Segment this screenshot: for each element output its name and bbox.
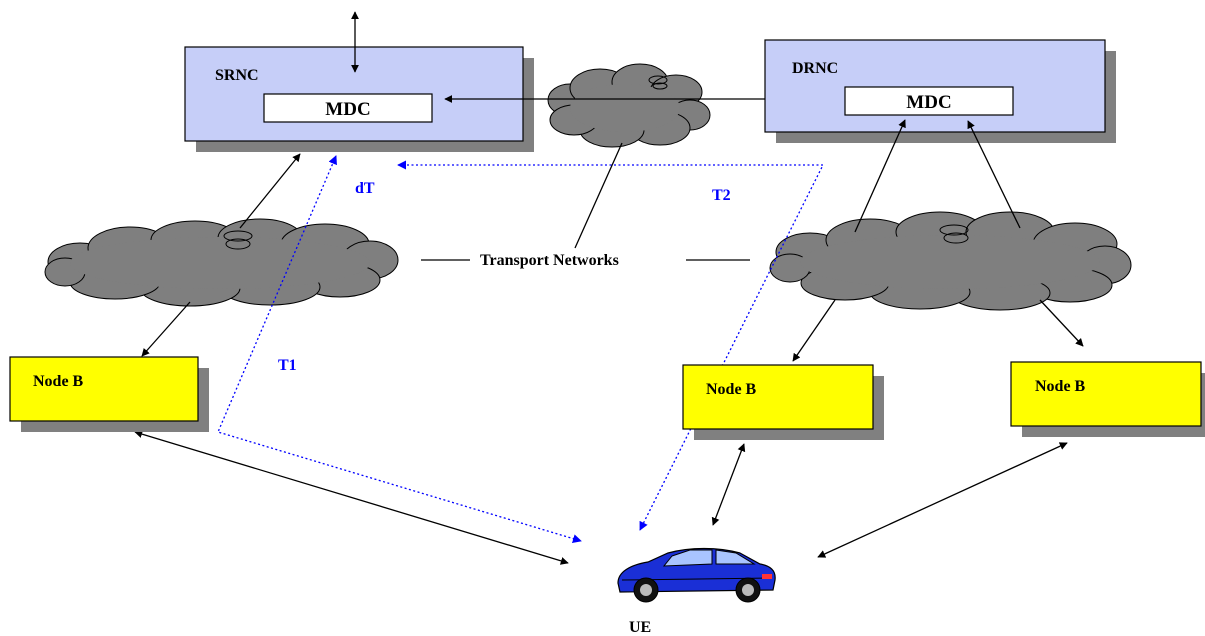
cloud-right-to-drnc-arrow-2 <box>967 120 1021 229</box>
cloud-right <box>769 211 1132 311</box>
cloud-left <box>44 218 399 307</box>
cloud-right-to-nodeb-right-arrow <box>1039 299 1084 347</box>
cloud-top <box>547 63 711 148</box>
ue-label: UE <box>629 619 651 636</box>
transport-line-up <box>574 142 623 249</box>
dt-label: dT <box>355 180 375 197</box>
t2-path <box>397 160 825 531</box>
node-b-right-label: Node B <box>1035 378 1086 395</box>
car-icon <box>617 547 776 603</box>
cloud-right-to-drnc-arrow-1 <box>854 119 906 233</box>
cloud-left-to-nodeb-arrow <box>141 301 191 357</box>
transport-networks-label: Transport Networks <box>480 252 619 269</box>
node-b-middle-label: Node B <box>706 381 757 398</box>
cloud-right-to-nodeb-mid-arrow <box>792 299 836 362</box>
node-b-middle: Node B <box>682 364 884 440</box>
drnc-label: DRNC <box>792 60 838 77</box>
drnc-mdc-label: MDC <box>906 92 951 113</box>
srnc-label: SRNC <box>215 67 259 84</box>
drnc-mdc-box <box>844 86 1014 116</box>
nodeb-mid-ue-arrow <box>711 443 746 526</box>
drnc-box: DRNC MDC <box>764 39 1116 143</box>
t1-label: T1 <box>278 357 297 374</box>
node-b-left: Node B <box>9 356 209 432</box>
node-b-right: Node B <box>1010 361 1205 437</box>
timing-paths <box>217 155 825 543</box>
t1-path <box>217 155 582 543</box>
nodeb-right-ue-arrow <box>817 442 1068 558</box>
srnc-mdc-label: MDC <box>325 99 370 120</box>
t2-label: T2 <box>712 187 731 204</box>
srnc-mdc-box <box>263 93 433 123</box>
srnc-box: SRNC MDC <box>184 46 534 152</box>
nodeb-left-ue-arrow <box>134 430 569 565</box>
cloud-left-to-srnc-arrow <box>239 153 301 229</box>
node-b-left-label: Node B <box>33 373 84 390</box>
